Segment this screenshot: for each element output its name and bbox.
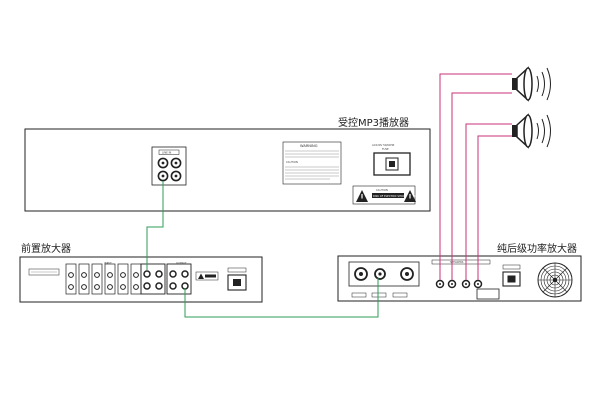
speaker-terminal[interactable] — [473, 279, 483, 289]
rca-jack-icon[interactable] — [157, 170, 169, 182]
xlr-jack-icon[interactable] — [400, 267, 414, 281]
caution-plate-text: RISK OF ELECTRIC SHOCK DO NOT OPEN — [373, 194, 426, 198]
power-label: AC220V 50/60HZ — [372, 143, 395, 147]
mp3-player: 受控MP3播放器 LINE IN WARNING CAUTION — [24, 116, 431, 212]
power-socket-icon[interactable] — [373, 152, 411, 176]
caution-heading: CAUTION — [286, 160, 298, 164]
cable-mp3-to-preamp — [146, 181, 164, 270]
cable-speaker-1-negative — [451, 92, 512, 280]
speaker-terminal[interactable] — [461, 279, 471, 289]
cable-preamp-to-poweramp — [184, 278, 379, 318]
cable-speaker-2-negative — [477, 135, 512, 280]
serial-plate — [476, 288, 500, 300]
cable-speaker-2-positive — [465, 123, 512, 280]
line-in-label-box — [158, 149, 180, 155]
rca-jack-icon[interactable] — [374, 268, 386, 280]
warning-title: WARNING — [300, 144, 318, 148]
xlr-jack-icon[interactable] — [354, 267, 368, 281]
power-socket-icon[interactable] — [227, 267, 247, 291]
speaker-terminal[interactable] — [435, 279, 445, 289]
mp3-power-block: AC220V 50/60HZ FUSE — [372, 143, 411, 176]
power-amp-input-block — [348, 261, 420, 298]
power-amp: 纯后级功率放大器 SPEAKERS — [337, 242, 582, 302]
power-socket-icon[interactable] — [502, 264, 521, 287]
fuse-label: FUSE — [382, 147, 389, 151]
caution-plate: CAUTION RISK OF ELECTRIC SHOCK DO NOT OP… — [352, 185, 426, 205]
preamp-input-label: INPUT — [104, 261, 112, 265]
preamp-active-input[interactable] — [140, 263, 166, 295]
speaker-icon — [512, 113, 551, 149]
preamp: 前置放大器 INPUT OUTPUT — [19, 242, 263, 303]
speaker-terminal-label: SPEAKERS — [450, 260, 464, 264]
cable-speaker-1-positive — [439, 73, 512, 280]
preamp-output-jacks[interactable] — [166, 263, 192, 295]
speaker-terminal-block: SPEAKERS — [431, 259, 500, 300]
speaker-icon — [512, 66, 551, 102]
warning-triangle-icon — [195, 271, 219, 281]
caution-plate-title: CAUTION — [376, 188, 388, 192]
preamp-input-jacks — [65, 263, 142, 295]
preamp-output-label: OUTPUT — [176, 261, 187, 265]
rca-jack-icon[interactable] — [170, 157, 182, 169]
mp3-player-title: 受控MP3播放器 — [338, 116, 409, 129]
warning-label-frame — [282, 141, 342, 185]
power-amp-title: 纯后级功率放大器 — [497, 242, 577, 255]
warning-label: WARNING CAUTION — [282, 141, 342, 185]
line-in-block: LINE IN — [151, 146, 187, 186]
line-in-label: LINE IN — [162, 151, 171, 155]
rca-jack-icon[interactable] — [170, 170, 182, 182]
speaker-terminal[interactable] — [447, 279, 457, 289]
warning-triangle-icon — [404, 190, 416, 202]
preamp-title: 前置放大器 — [21, 242, 71, 255]
rca-jack-icon[interactable] — [157, 157, 169, 169]
preamp-input-jack-circles[interactable] — [68, 272, 139, 290]
speaker-cables — [439, 73, 512, 280]
warning-triangle-icon — [356, 190, 368, 202]
audio-signal-cables — [146, 181, 379, 318]
cooling-fan-icon — [537, 262, 573, 298]
